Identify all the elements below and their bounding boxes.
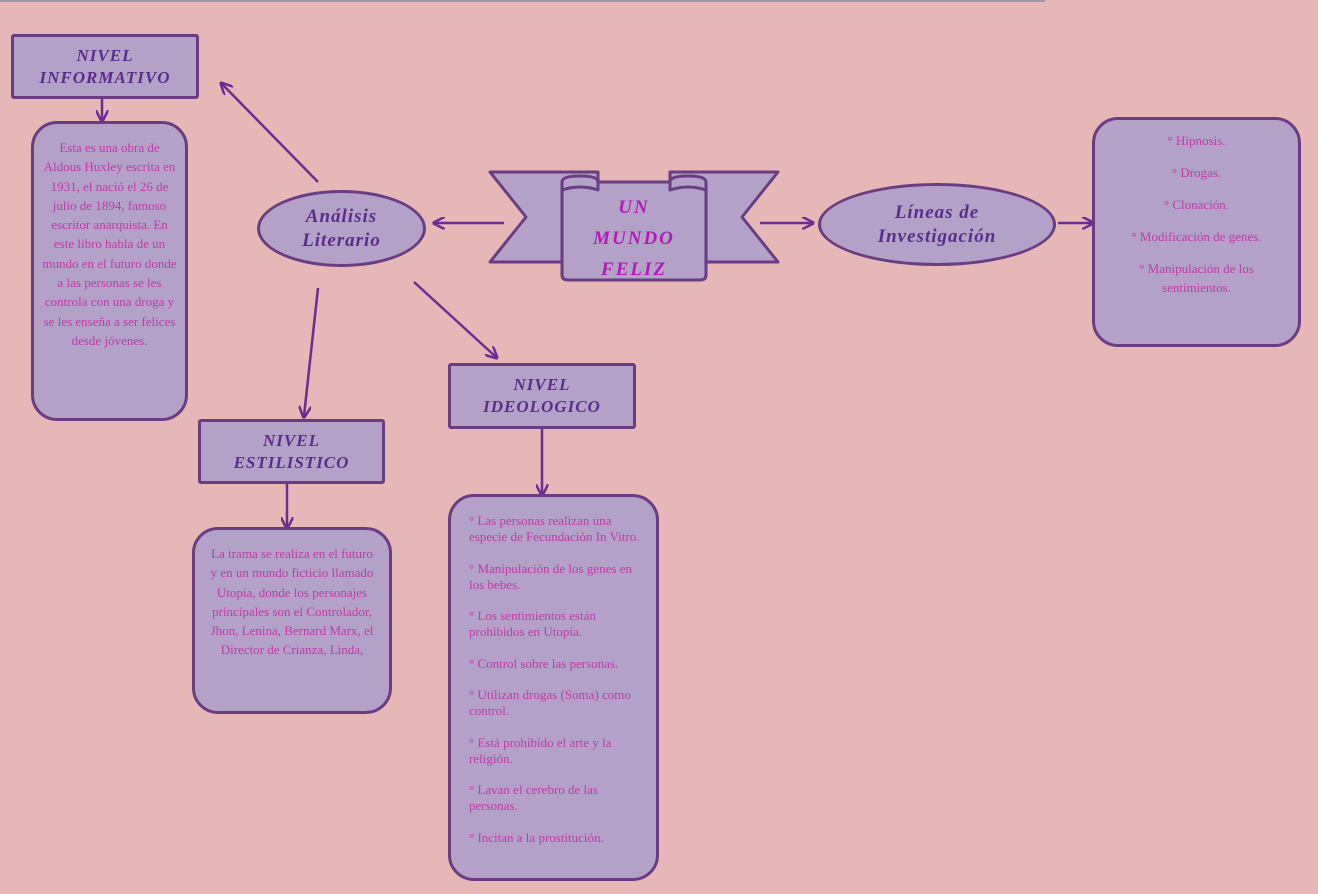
nivel-informativo-text: Esta es una obra de Aldous Huxley escrit… [42, 140, 177, 348]
nivel-estilistico-text-box: La trama se realiza en el futuro y en un… [192, 527, 392, 714]
ideologico-item-6: ° Está prohibido el arte y la religión. [469, 734, 612, 766]
nivel-ideologico-list-box: ° Las personas realizan una especie de F… [448, 494, 659, 881]
nivel-estilistico-line-2: ESTILISTICO [233, 452, 350, 472]
scroll-banner [488, 170, 780, 282]
top-edge-line [0, 0, 1045, 2]
lineas-line-1: Líneas de [894, 201, 980, 223]
lineas-item-5: ° Manipulación de los sentimientos. [1139, 261, 1254, 295]
main-title: UN MUNDO FELIZ [565, 192, 703, 285]
nivel-estilistico-line-1: NIVEL [263, 430, 320, 450]
nivel-informativo-line-1: NIVEL [76, 45, 134, 65]
ideologico-item-4: ° Control sobre las personas. [469, 655, 619, 671]
ideologico-item-8: ° Incitan a la prostitución. [469, 829, 604, 845]
nivel-ideologico-line-1: NIVEL [513, 375, 571, 394]
ideologico-item-5: ° Utilizan drogas (Soma) como control. [469, 687, 631, 718]
nivel-informativo-line-2: INFORMATIVO [39, 67, 171, 87]
nivel-informativo-text-box: Esta es una obra de Aldous Huxley escrit… [31, 121, 188, 421]
analisis-line-1: Análisis [305, 205, 378, 227]
nivel-estilistico-heading: NIVEL ESTILISTICO [198, 419, 385, 484]
ideologico-item-1: ° Las personas realizan una especie de F… [469, 513, 640, 544]
arrow-analisis-to-informativo [222, 84, 319, 183]
nivel-ideologico-heading: NIVEL IDEOLOGICO [448, 363, 636, 429]
lineas-item-1: ° Hipnosis. [1167, 133, 1226, 148]
analisis-line-2: Literario [302, 229, 381, 251]
lineas-list-box: ° Hipnosis. ° Drogas. ° Clonación. ° Mod… [1092, 117, 1301, 347]
ideologico-item-2: ° Manipulación de los genes en los bebes… [469, 560, 632, 592]
lineas-investigacion-node: Líneas de Investigación [818, 183, 1056, 266]
lineas-item-4: ° Modificación de genes. [1131, 229, 1262, 244]
main-title-line-1: UN [618, 197, 650, 218]
lineas-item-3: ° Clonación. [1163, 197, 1230, 212]
nivel-informativo-heading: NIVEL INFORMATIVO [11, 34, 199, 99]
arrow-analisis-to-estilistico [304, 287, 320, 416]
main-title-line-2: MUNDO [593, 228, 675, 249]
main-title-line-3: FELIZ [601, 259, 667, 280]
analisis-literario-node: Análisis Literario [257, 190, 426, 267]
ideologico-item-3: ° Los sentimientos están prohibidos en U… [469, 608, 596, 639]
lineas-line-2: Investigación [877, 225, 997, 247]
nivel-estilistico-text: La trama se realiza en el futuro y en un… [210, 546, 374, 658]
nivel-ideologico-line-2: IDEOLOGICO [483, 397, 601, 416]
lineas-item-2: ° Drogas. [1171, 165, 1222, 180]
ideologico-item-7: ° Lavan el cerebro de las personas. [469, 782, 598, 813]
arrow-analisis-to-ideologico [413, 281, 496, 357]
